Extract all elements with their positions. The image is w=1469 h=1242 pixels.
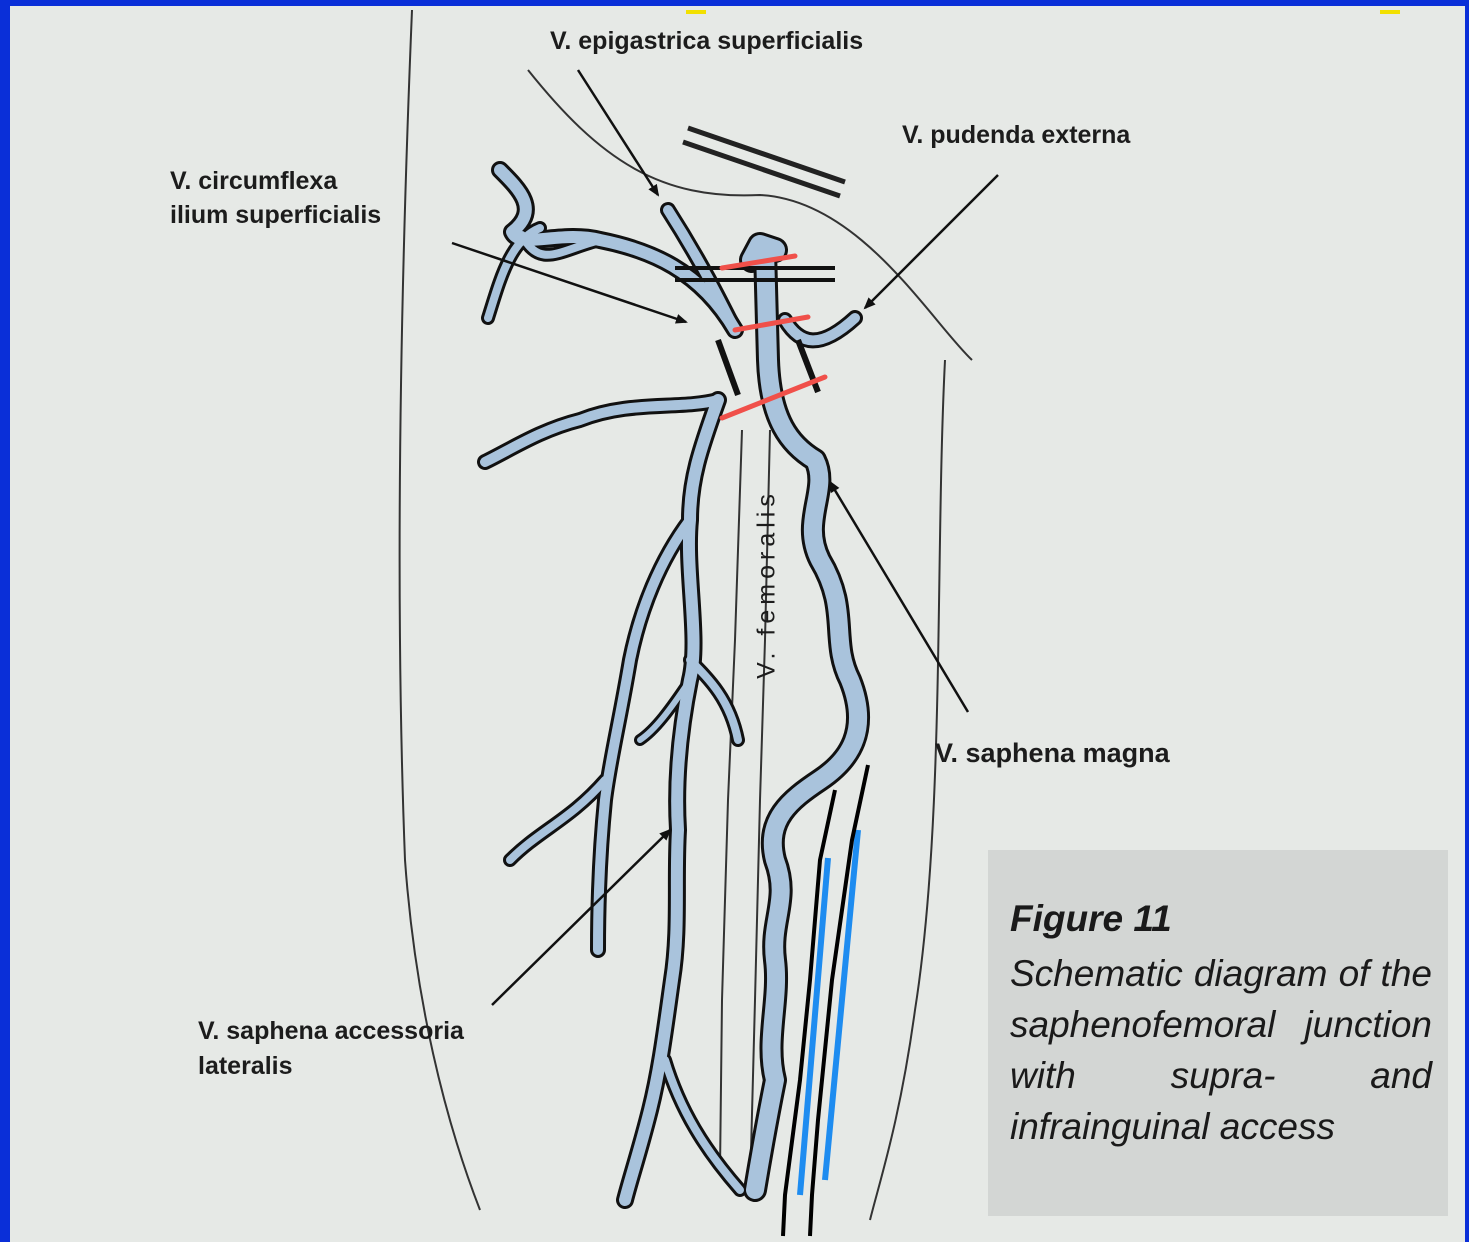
label-femoralis: V. femoralis (753, 489, 782, 679)
pudenda-arrow (865, 175, 998, 308)
label-pudenda: V. pudenda externa (902, 118, 1130, 152)
epigastrica-arrow (578, 70, 658, 195)
label-saphena-magna: V. saphena magna (935, 736, 1170, 770)
label-circumflexa-line2: ilium superficialis (170, 198, 381, 232)
leg-outline-right (870, 360, 945, 1220)
figure-title: Figure 11 (1010, 898, 1172, 940)
inguinal-line (528, 70, 972, 360)
label-circumflexa-line1: V. circumflexa (170, 164, 337, 198)
label-accessoria-line2: lateralis (198, 1049, 293, 1083)
top-accent-decoration (686, 0, 706, 14)
label-accessoria-line1: V. saphena accessoria (198, 1014, 464, 1048)
label-epigastrica: V. epigastrica superficialis (550, 24, 863, 58)
caption-box: Figure 11 Schematic diagram of the saphe… (988, 850, 1448, 1216)
figure-caption: Schematic diagram of the saphenofemoral … (1010, 948, 1432, 1152)
femoral-vein (720, 430, 742, 1170)
inguinal-ligament (683, 142, 840, 196)
inguinal-ligament (688, 128, 845, 182)
slide-page: V. epigastrica superficialis V. pudenda … (10, 6, 1465, 1242)
top-accent-decoration (1380, 0, 1400, 14)
clamp-bar (718, 340, 738, 395)
